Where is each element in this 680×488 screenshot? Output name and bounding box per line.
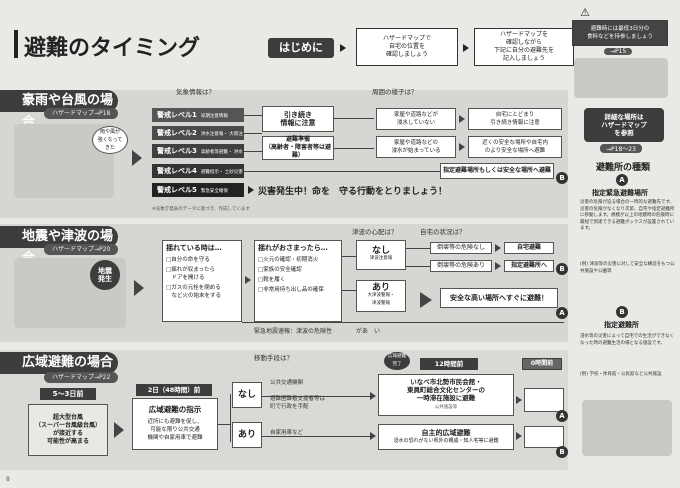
- section1-ref: ハザードマップ→P18: [44, 108, 119, 119]
- self-evac-box: 自主的広域避難 浸水の恐れがない県外の親戚・知人宅等に避難: [378, 424, 514, 450]
- transport-have: あり: [232, 422, 262, 448]
- transport-label: 移動手段は？: [254, 354, 293, 362]
- instruction-body: 近所にも避難を促し、 可能な限り公共交通 機関や自家用車で避難: [147, 419, 203, 441]
- tsunami-none-note: 津波注意報: [369, 256, 393, 261]
- tsunami-none-label: なし: [371, 246, 390, 256]
- marker-a-1: A: [556, 307, 568, 319]
- public-transport: 公共交通機関: [270, 380, 304, 386]
- section2-ref: ハザードマップ→P20: [44, 244, 119, 255]
- no-flood-box: 家屋や道路などが 浸水していない: [376, 108, 456, 130]
- house-danger-box: 倒壊等の危険あり: [430, 260, 492, 272]
- intro-step-2: ハザードマップを 確認しながら 下記に自分の避難先を 記入しましょう: [474, 28, 574, 66]
- after-title: 揺れがおさまったら…: [258, 244, 328, 252]
- kind-b-example: (例) 学校・体育館・公民館など公共施設: [580, 372, 662, 377]
- shelter-kinds-title: 避難所の種類: [596, 163, 651, 173]
- intro-badge: はじめに: [268, 38, 334, 58]
- during-item-1: □自分の命を守る: [166, 257, 210, 263]
- title-accent: [14, 30, 18, 58]
- after-shaking-box: 揺れがおさまったら… □火元の確認・初期消火 □家族の安全確認 □靴を履く □非…: [254, 240, 342, 322]
- instruction-box: 広域避難の指示 近所にも避難を促し、 可能な限り公共交通 機関や自家用車で避難: [132, 398, 218, 450]
- during-title: 揺れている時は…: [166, 244, 222, 252]
- complete-badge: 広域避難 完了: [384, 352, 410, 370]
- flood-start-box: 家屋や道路などの 浸水が始まっている: [376, 136, 456, 158]
- self-blank-box: [524, 426, 564, 448]
- kind-b-body: 浸水等の災害によって自宅での生活ができなくなった時の避難生活の場となる施設です。: [580, 334, 675, 346]
- stay-home-box: 自宅にとどまり 引き続き情報に注意: [468, 108, 562, 130]
- marker-b-1: B: [556, 172, 568, 184]
- detail-ref: →P18～23: [600, 144, 642, 153]
- tsunami-yes-label: あり: [371, 283, 390, 293]
- facility-box: いなべ市北勢市民会館・ 東員町総合文化センターの 一時滞在施設に避難 公共施設等: [378, 374, 514, 416]
- kind-a-marker: A: [616, 174, 628, 186]
- section3-title: 広域避難の場合: [0, 352, 118, 374]
- days-5-3: 5～3日前: [40, 388, 96, 400]
- self-evac-body: 浸水の恐れがない県外の親戚・知人宅等に避難: [393, 438, 499, 444]
- info-caution-box: 引き続き 情報に注意: [262, 106, 334, 132]
- during-shaking-box: 揺れている時は… □自分の命を守る □揺れが収まったら ドアを開ける □ガスの元…: [162, 240, 242, 322]
- warning-box: 避難時には最低3日分の 食料などを持参しましょう: [572, 20, 668, 46]
- prepare-box: 避難準備 （高齢者・障害者等は避難）: [262, 136, 334, 160]
- landslide-note: 緊急地震速報：津波の危険性 があ い: [254, 328, 381, 335]
- instruction-title: 広域避難の指示: [148, 405, 202, 414]
- transport-none: なし: [232, 382, 262, 408]
- during-item-2: □揺れが収まったら ドアを開ける: [166, 267, 215, 281]
- public-note: 避難困難者支援者等は 町で行政を手配: [270, 396, 326, 410]
- hours-0: 0時間前: [522, 358, 562, 370]
- weather-bubble: 雨や風が 強くなって きた: [92, 126, 128, 154]
- after-item-3: □靴を履く: [258, 277, 286, 283]
- facility-blank-box: [524, 388, 564, 412]
- after-item-1: □火元の確認・初期消火: [258, 257, 319, 263]
- two-days-before: 2日（48時間）前: [136, 384, 212, 396]
- hours-12: 12時間前: [420, 358, 478, 370]
- tsunami-yes-box: あり 大津波警報・ 津波警報: [356, 280, 406, 312]
- warning-icon: ⚠: [580, 6, 590, 19]
- stay-home-result: 自宅避難: [504, 242, 554, 254]
- high-place-box: 安全な高い場所へすぐに避難！: [440, 288, 558, 308]
- marker-b-3: B: [556, 446, 568, 458]
- tsunami-label: 津波の心配は？: [352, 228, 398, 236]
- during-item-3: □ガスの元栓を閉める など火の始末をする: [166, 285, 222, 299]
- go-shelter-result: 指定避難所へ: [504, 260, 554, 272]
- home-status-label: 自宅の状況は？: [420, 228, 466, 236]
- section1-footnote: ※気象庁発表のデータに基づき、作成しています: [152, 207, 250, 212]
- level5-message: 災害発生中！命を 守る行動をとりましょう！: [258, 187, 448, 197]
- page-title: 避難のタイミング: [24, 36, 201, 61]
- page-number: 8: [6, 476, 10, 483]
- kind-a-example: (例) 津波等の災害に対して安全な構造をもつ公共施設や公園等: [580, 262, 675, 274]
- facility-title: いなべ市北勢市民会館・ 東員町総合文化センターの 一時滞在施設に避難: [407, 378, 485, 402]
- marker-b-2: B: [556, 263, 568, 275]
- private-car: 自家用車など: [270, 430, 304, 436]
- kind-b-title: 指定避難所: [604, 321, 639, 329]
- weather-label: 気象情報は？: [176, 88, 215, 96]
- kind-a-title: 指定緊急避難場所: [592, 189, 648, 197]
- self-evac-title: 自主的広域避難: [421, 429, 471, 437]
- tsunami-none-box: なし 津波注意報: [356, 240, 406, 270]
- kind-a-body: 災害の危険が迫る場合の一時的な避難先です。災害の危険がなくなり次第、自宅や指定避…: [580, 200, 675, 231]
- shelter-illustration: [582, 400, 672, 456]
- tsunami-yes-note: 大津波警報・ 津波警報: [367, 293, 395, 306]
- section1-title: 豪雨や台風の場合: [0, 90, 118, 130]
- quake-badge: 地震 発生: [90, 260, 120, 290]
- super-typhoon-box: 超大型台風 （スーパー台風級台風） が接近する 可能性が高まる: [28, 404, 108, 456]
- house-safe-box: 倒壊等の危険なし: [430, 242, 492, 254]
- warning-ref: →P15: [604, 48, 633, 55]
- intro-step-1: ハザードマップで 自宅の位置を 確認しましょう: [356, 28, 458, 66]
- designated-evac-box: 指定避難場所もしくは安全な場所へ避難: [440, 163, 554, 179]
- section3-ref: ハザードマップ→P22: [44, 372, 119, 383]
- nearby-evac-box: 近くの安全な場所や自宅内 のより安全な場所へ避難: [468, 136, 562, 158]
- after-item-4: □非常用持ち出し品の確保: [258, 287, 324, 293]
- marker-a-2: A: [556, 410, 568, 422]
- detail-box: 詳細な場所は ハザードマップ を参照: [584, 108, 664, 142]
- surround-label: 周囲の様子は？: [372, 88, 418, 96]
- supplies-illustration: [574, 58, 668, 98]
- after-item-2: □家族の安全確認: [258, 267, 302, 273]
- facility-note: 公共施設等: [434, 405, 458, 410]
- kind-b-marker: B: [616, 306, 628, 318]
